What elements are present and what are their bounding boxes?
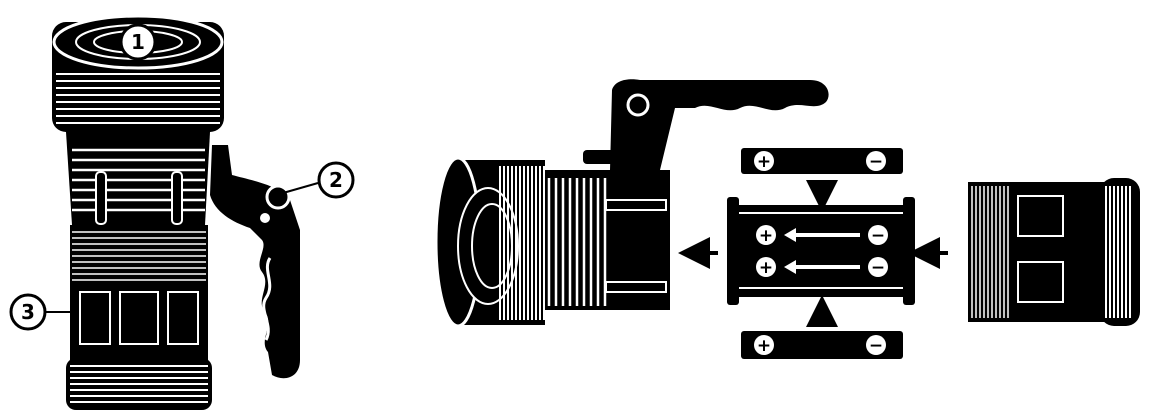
callout-1: 1 <box>121 25 155 59</box>
callout-2: 2 <box>283 163 353 197</box>
slot-2-minus: − <box>871 258 885 278</box>
battery-bottom-plus: + <box>757 336 771 356</box>
battery-top: + − <box>741 148 903 174</box>
battery-carrier: + − + − + − <box>727 148 915 359</box>
battery-top-plus: + <box>757 152 771 172</box>
slot-1-plus: + <box>759 226 773 246</box>
callout-2-label: 2 <box>329 168 343 192</box>
battery-bottom: + − <box>741 331 903 359</box>
slot-2-plus: + <box>759 258 773 278</box>
tail-cap <box>66 358 212 410</box>
power-button[interactable] <box>267 186 289 208</box>
battery-top-minus: − <box>869 152 883 172</box>
flashlight-body <box>70 225 208 375</box>
flashlight-tail-section <box>968 178 1140 326</box>
flashlight-assembled <box>52 16 300 410</box>
callout-3-label: 3 <box>21 300 35 324</box>
callout-1-label: 1 <box>131 30 145 54</box>
carry-handle <box>210 145 300 378</box>
battery-bottom-minus: − <box>869 336 883 356</box>
flashlight-neck <box>66 132 210 225</box>
slot-1-minus: − <box>871 226 885 246</box>
callout-3: 3 <box>11 295 74 329</box>
